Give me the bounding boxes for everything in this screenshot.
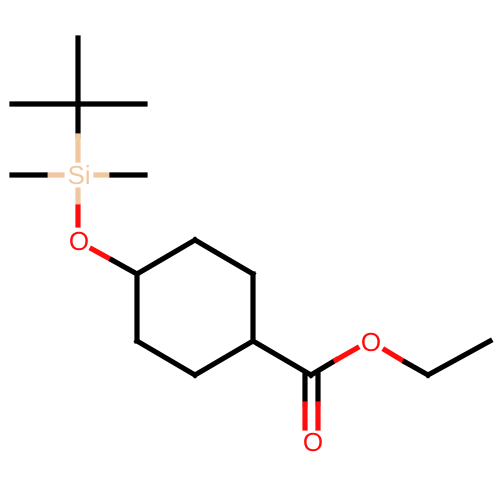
- silicon-atom-label: Si: [67, 160, 90, 190]
- ring-bond-5: [133, 337, 199, 379]
- bond-carbonyl-ester-o-oxygen-half: [332, 344, 361, 364]
- bond-ring-carbonyl: [249, 337, 315, 379]
- bond-ethyl-ch2-ch3: [424, 337, 494, 379]
- bond-o-ring-carbon-half: [108, 256, 141, 278]
- ring-bond-4: [191, 337, 257, 379]
- ring-bond-1: [133, 236, 199, 278]
- atom-labels: Si O O O: [67, 160, 381, 457]
- ring-bond-2: [191, 236, 257, 278]
- bond-ester-o-ethyl-oxygen-half: [381, 346, 409, 366]
- ester-oxygen-atom-label: O: [361, 327, 381, 357]
- bond-o-ring-oxygen-half: [88, 245, 116, 264]
- carbonyl-oxygen-atom-label: O: [303, 427, 323, 457]
- bond-carbonyl-ester-o-carbon-half: [307, 356, 340, 379]
- bond-ester-o-ethyl-carbon-half: [401, 358, 432, 379]
- ether-oxygen-atom-label: O: [69, 226, 89, 256]
- bonds: [9, 35, 494, 431]
